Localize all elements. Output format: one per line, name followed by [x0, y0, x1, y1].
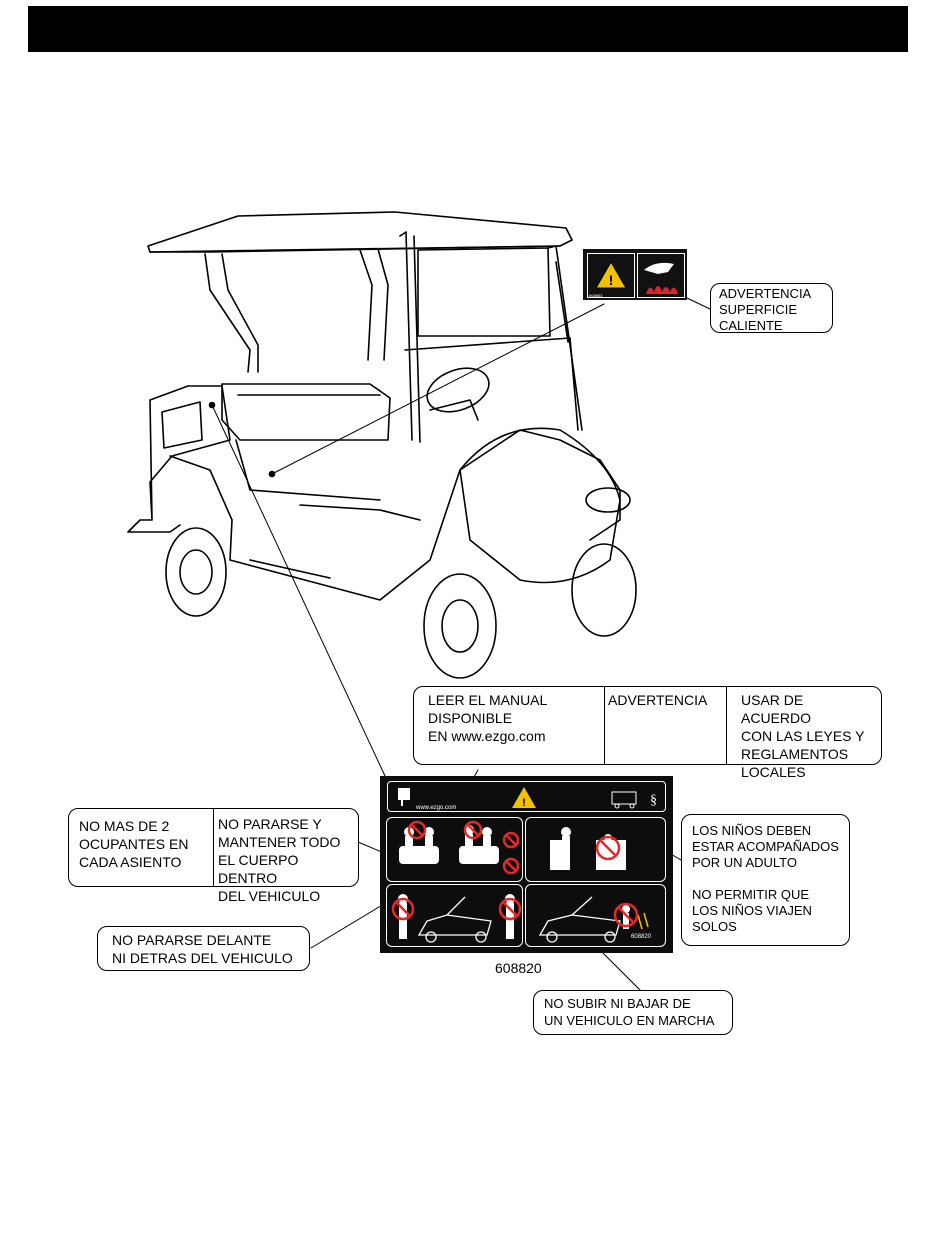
panel-occupants [386, 817, 523, 882]
moving-vehicle-text: NO SUBIR NI BAJAR DE UN VEHICULO EN MARC… [544, 996, 715, 1028]
prohibition-icon [595, 835, 621, 861]
steering-wheel [426, 367, 490, 413]
front-cowl [459, 427, 621, 584]
decal-top-strip: ! § www.ezgo.com [387, 781, 666, 812]
rear-seat [221, 383, 391, 441]
warning-triangle-icon [512, 787, 536, 808]
callout-front-rear: NO PARARSE DELANTE NI DETRAS DEL VEHICUL… [97, 926, 310, 971]
svg-text:!: ! [522, 797, 526, 809]
children-accompanied-text: LOS NIÑOS DEBEN ESTAR ACOMPAÑADOS POR UN… [692, 823, 839, 870]
hot-decal-code: 608853 [589, 293, 603, 298]
callout-manual: LEER EL MANUAL DISPONIBLE EN www.ezgo.co… [413, 686, 882, 780]
leader-hot-callout [686, 297, 713, 311]
callout-children: LOS NIÑOS DEBEN ESTAR ACOMPAÑADOS POR UN… [681, 814, 850, 946]
manual-read-text: LEER EL MANUAL DISPONIBLE EN www.ezgo.co… [414, 687, 605, 764]
decal-url: www.ezgo.com [416, 805, 457, 811]
rear-support-right [359, 248, 389, 361]
panel-front-rear [386, 884, 523, 947]
occupants-max-text: NO MAS DE 2 OCUPANTES EN CADA ASIENTO [69, 809, 214, 886]
cart-law-icon [611, 791, 637, 809]
rear-support-left [204, 253, 259, 373]
children-alone-text: NO PERMITIR QUE LOS NIÑOS VIAJEN SOLOS [692, 887, 812, 934]
side-body [229, 429, 621, 601]
manual-warning-text: ADVERTENCIA [605, 687, 727, 764]
warning-triangle-box: ! [587, 253, 635, 298]
hot-surface-text: ADVERTENCIA SUPERFICIE CALIENTE [719, 286, 812, 333]
panel-children [525, 817, 666, 882]
hot-surface-decal: ! 608853 [583, 249, 687, 300]
windshield [417, 247, 551, 337]
wheel-front-left [423, 573, 497, 679]
front-rear-text: NO PARARSE DELANTE NI DETRAS DEL VEHICUL… [112, 932, 293, 966]
safety-decal-608820: ! § www.ezgo.com [380, 776, 673, 953]
manual-laws-text: USAR DE ACUERDO CON LAS LEYES Y REGLAMEN… [741, 692, 865, 780]
leader-hot [271, 303, 605, 475]
wheel-front-right [571, 543, 637, 637]
prohibition-icon [407, 820, 520, 875]
decal-part-number-label: 608820 [495, 960, 542, 976]
decal-part-number: 608820 [630, 934, 651, 940]
headlight [585, 487, 631, 513]
callout-hot-surface: ADVERTENCIA SUPERFICIE CALIENTE [710, 283, 833, 333]
wheel-rear [165, 527, 227, 617]
manual-book-icon [398, 788, 410, 806]
page-header-bar [28, 6, 908, 52]
panel-moving: 608820 [525, 884, 666, 947]
leader-rear [211, 404, 386, 777]
warning-triangle-icon [595, 260, 627, 289]
svg-text:!: ! [609, 272, 614, 288]
hot-surface-icon [637, 253, 685, 298]
front-support [399, 231, 421, 443]
rear-body [127, 385, 231, 533]
callout-occupants: NO MAS DE 2 OCUPANTES EN CADA ASIENTO NO… [68, 808, 359, 904]
prohibition-icon [613, 902, 639, 928]
prohibition-icon [391, 897, 522, 921]
occupants-stand-text: NO PARARSE Y MANTENER TODO EL CUERPO DEN… [218, 816, 341, 904]
callout-moving-vehicle: NO SUBIR NI BAJAR DE UN VEHICULO EN MARC… [533, 990, 733, 1035]
section-symbol-icon: § [650, 793, 657, 808]
